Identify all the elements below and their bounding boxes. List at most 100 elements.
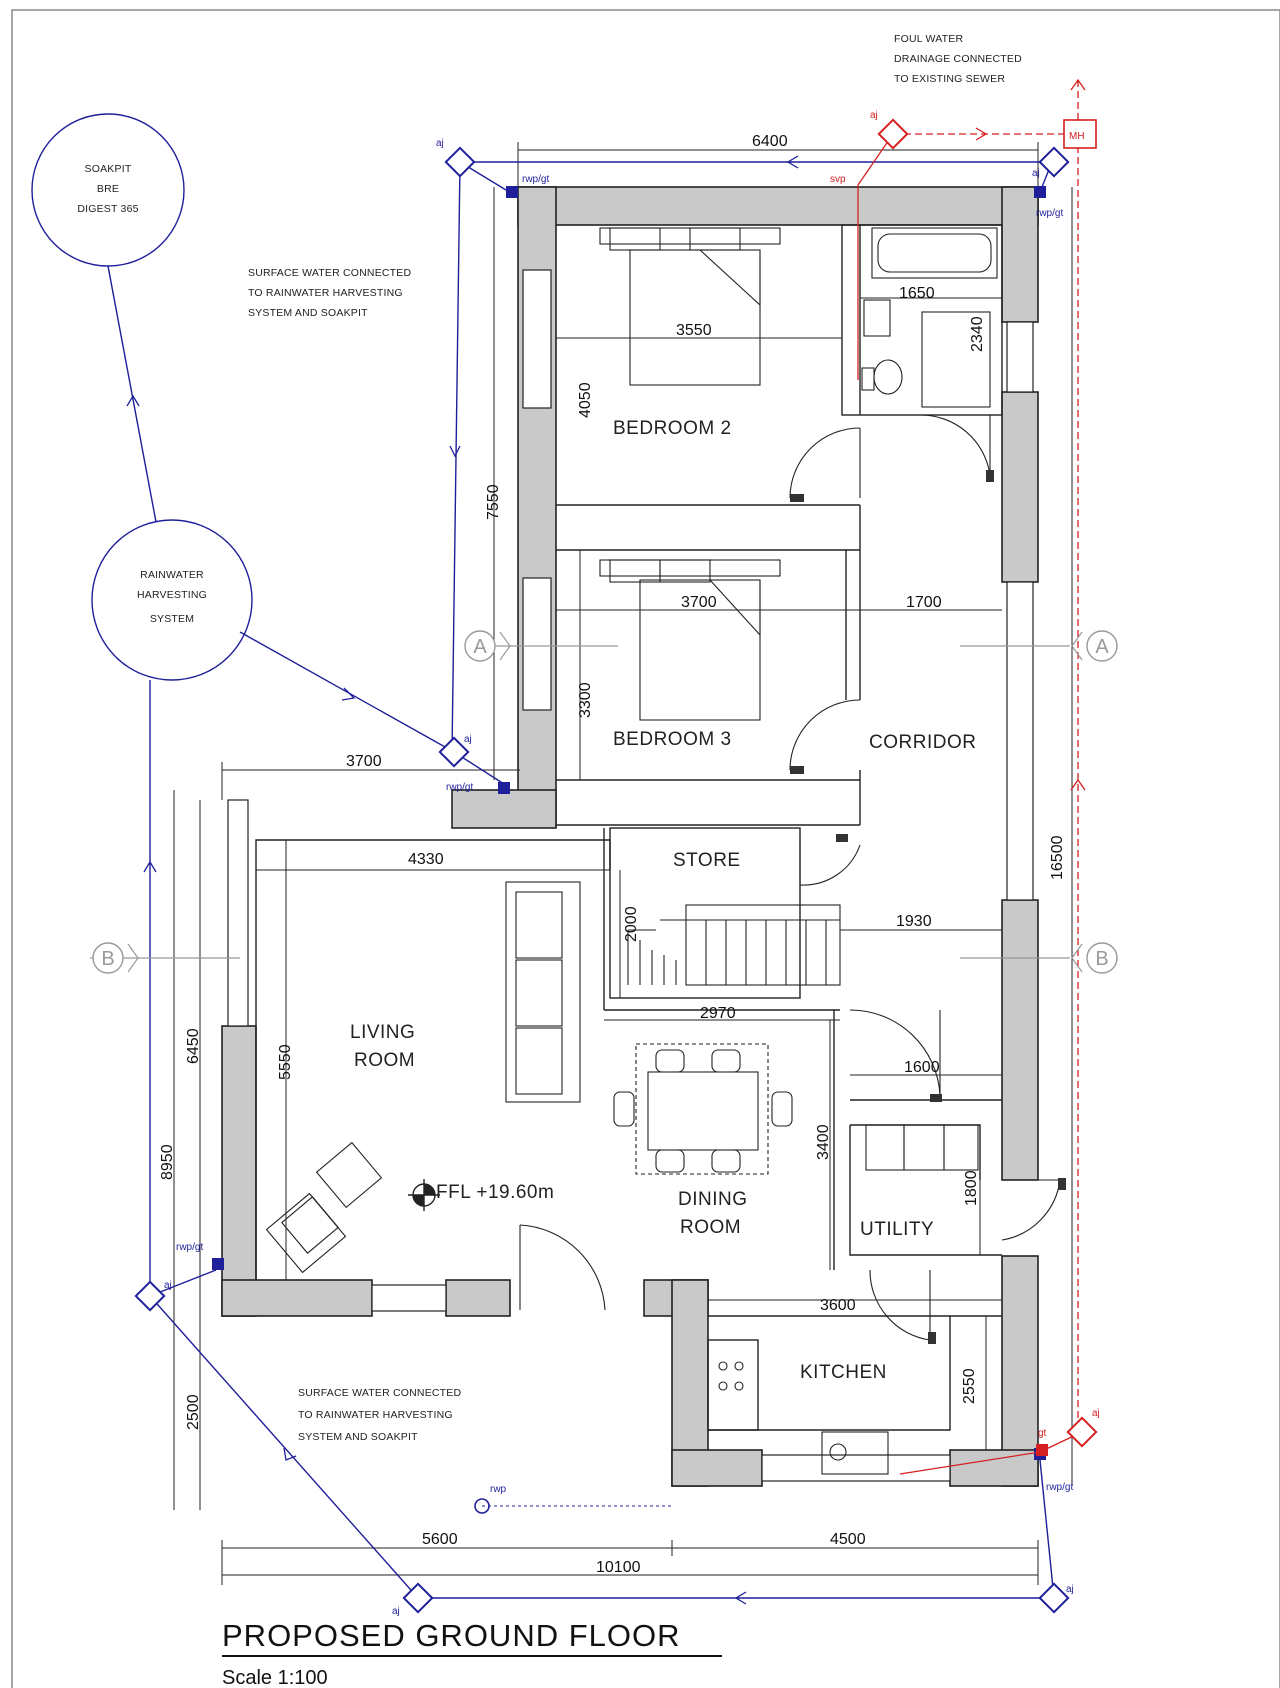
tag-rwp-gt-left: rwp/gt [176, 1242, 203, 1253]
tag-gt: gt [1038, 1428, 1047, 1439]
section-b-right-marker [1071, 942, 1118, 974]
internal-walls [255, 224, 1003, 1431]
furniture [265, 227, 998, 1475]
dim-5600: 5600 [422, 1531, 458, 1548]
svg-text:BRE: BRE [97, 183, 119, 195]
section-b-left-marker [92, 942, 139, 974]
svg-text:HARVESTING: HARVESTING [137, 589, 207, 601]
door-stops [790, 470, 1066, 1344]
foul-water-drainage [857, 80, 1083, 1475]
dim-5550: 5550 [277, 1044, 294, 1080]
dim-2000: 2000 [623, 906, 640, 942]
ffl-label: FFL +19.60m [436, 1182, 554, 1203]
dim-1700: 1700 [906, 594, 942, 611]
dim-3300: 3300 [577, 682, 594, 718]
dim-3400: 3400 [815, 1124, 832, 1160]
room-label-living-2: ROOM [354, 1050, 415, 1071]
section-b-left-letter: B [101, 948, 114, 970]
room-label-bedroom-2: BEDROOM 2 [613, 418, 732, 439]
section-a-left-letter: A [473, 636, 487, 658]
dim-1650: 1650 [899, 285, 935, 302]
dim-2970: 2970 [700, 1005, 736, 1022]
dim-1800: 1800 [963, 1170, 980, 1206]
surface-water-drainage [31, 113, 1055, 1599]
ffl-level-marker [408, 1179, 440, 1211]
room-label-dining-1: DINING [678, 1189, 748, 1210]
svg-text:DIGEST 365: DIGEST 365 [77, 203, 138, 215]
dim-3550: 3550 [676, 322, 712, 339]
svg-text:TO RAINWATER HARVESTING: TO RAINWATER HARVESTING [248, 287, 403, 299]
tag-aj-6: aj [1066, 1584, 1074, 1595]
access-junctions [134, 146, 1070, 1614]
svg-text:SYSTEM AND SOAKPIT: SYSTEM AND SOAKPIT [298, 1431, 418, 1443]
tag-mh: MH [1069, 131, 1085, 142]
surface-water-note-top: SURFACE WATER CONNECTED TO RAINWATER HAR… [248, 267, 411, 319]
dim-3700-living: 3700 [346, 753, 382, 770]
room-label-utility: UTILITY [860, 1219, 934, 1240]
surface-water-note-bottom: SURFACE WATER CONNECTED TO RAINWATER HAR… [298, 1387, 461, 1443]
manhole [1063, 119, 1097, 149]
foul-junction-bottom [1066, 1416, 1098, 1448]
svg-text:SYSTEM: SYSTEM [150, 613, 194, 625]
dim-8950: 8950 [159, 1144, 176, 1180]
svg-text:TO RAINWATER HARVESTING: TO RAINWATER HARVESTING [298, 1409, 453, 1421]
tag-aj-2: aj [1032, 168, 1040, 179]
room-label-bedroom-3: BEDROOM 3 [613, 729, 732, 750]
section-a-left-marker [464, 630, 511, 662]
svg-text:SOAKPIT: SOAKPIT [85, 163, 132, 175]
sheet-border [11, 9, 1280, 1688]
dim-6400: 6400 [752, 133, 788, 150]
soakpit-label: SOAKPIT BRE DIGEST 365 [77, 163, 138, 215]
dim-3700-bed3: 3700 [681, 594, 717, 611]
svg-text:TO EXISTING SEWER: TO EXISTING SEWER [894, 73, 1005, 85]
svg-text:DRAINAGE CONNECTED: DRAINAGE CONNECTED [894, 53, 1022, 65]
rainwater-harvesting-label: RAINWATER HARVESTING SYSTEM [137, 569, 207, 625]
tag-rwp-gt-top-left: rwp/gt [522, 174, 549, 185]
svg-text:RAINWATER: RAINWATER [140, 569, 204, 581]
tag-aj-foul-top: aj [870, 110, 878, 121]
room-label-living-1: LIVING [350, 1022, 415, 1043]
dim-4050: 4050 [577, 382, 594, 418]
drawing-title: PROPOSED GROUND FLOOR [222, 1618, 681, 1653]
room-label-corridor: CORRIDOR [869, 732, 976, 753]
room-label-store: STORE [673, 850, 741, 871]
flow-arrows [126, 155, 799, 1605]
dim-7550: 7550 [485, 484, 502, 520]
foul-junction-top [877, 118, 909, 150]
section-a-right-letter: A [1095, 636, 1109, 658]
dim-2500: 2500 [185, 1394, 202, 1430]
dim-3600: 3600 [820, 1297, 856, 1314]
tag-rwp-gt-mid: rwp/gt [446, 782, 473, 793]
drawing-scale: Scale 1:100 [222, 1667, 328, 1688]
dimension-lines [173, 142, 1073, 1585]
gully-trap [1036, 1444, 1048, 1456]
foul-arrows [975, 78, 1086, 791]
windows [227, 269, 1034, 1482]
room-label-dining-2: ROOM [680, 1217, 741, 1238]
svg-text:SYSTEM AND SOAKPIT: SYSTEM AND SOAKPIT [248, 307, 368, 319]
svg-text:FOUL WATER: FOUL WATER [894, 33, 963, 45]
dim-1600: 1600 [904, 1059, 940, 1076]
tag-aj-1: aj [436, 138, 444, 149]
svg-text:SURFACE WATER CONNECTED: SURFACE WATER CONNECTED [298, 1387, 461, 1399]
section-a-right-marker [1071, 630, 1118, 662]
dim-2340: 2340 [969, 316, 986, 352]
tag-rwp-gt-top-right: rwp/gt [1036, 208, 1063, 219]
dim-2550: 2550 [961, 1368, 978, 1404]
tag-svp: svp [830, 174, 846, 185]
dim-10100: 10100 [596, 1559, 641, 1576]
svg-text:SURFACE WATER CONNECTED: SURFACE WATER CONNECTED [248, 267, 411, 279]
room-label-kitchen: KITCHEN [800, 1362, 887, 1383]
dim-4330: 4330 [408, 851, 444, 868]
tag-rwp: rwp [490, 1484, 507, 1495]
dim-1930: 1930 [896, 913, 932, 930]
tag-aj-5: aj [392, 1606, 400, 1617]
tag-aj-3: aj [464, 734, 472, 745]
tag-aj-4: aj [164, 1280, 172, 1291]
dim-6450: 6450 [185, 1028, 202, 1064]
rainwater-pipes [212, 186, 1046, 1460]
dim-4500: 4500 [830, 1531, 866, 1548]
section-b-right-letter: B [1095, 948, 1108, 970]
